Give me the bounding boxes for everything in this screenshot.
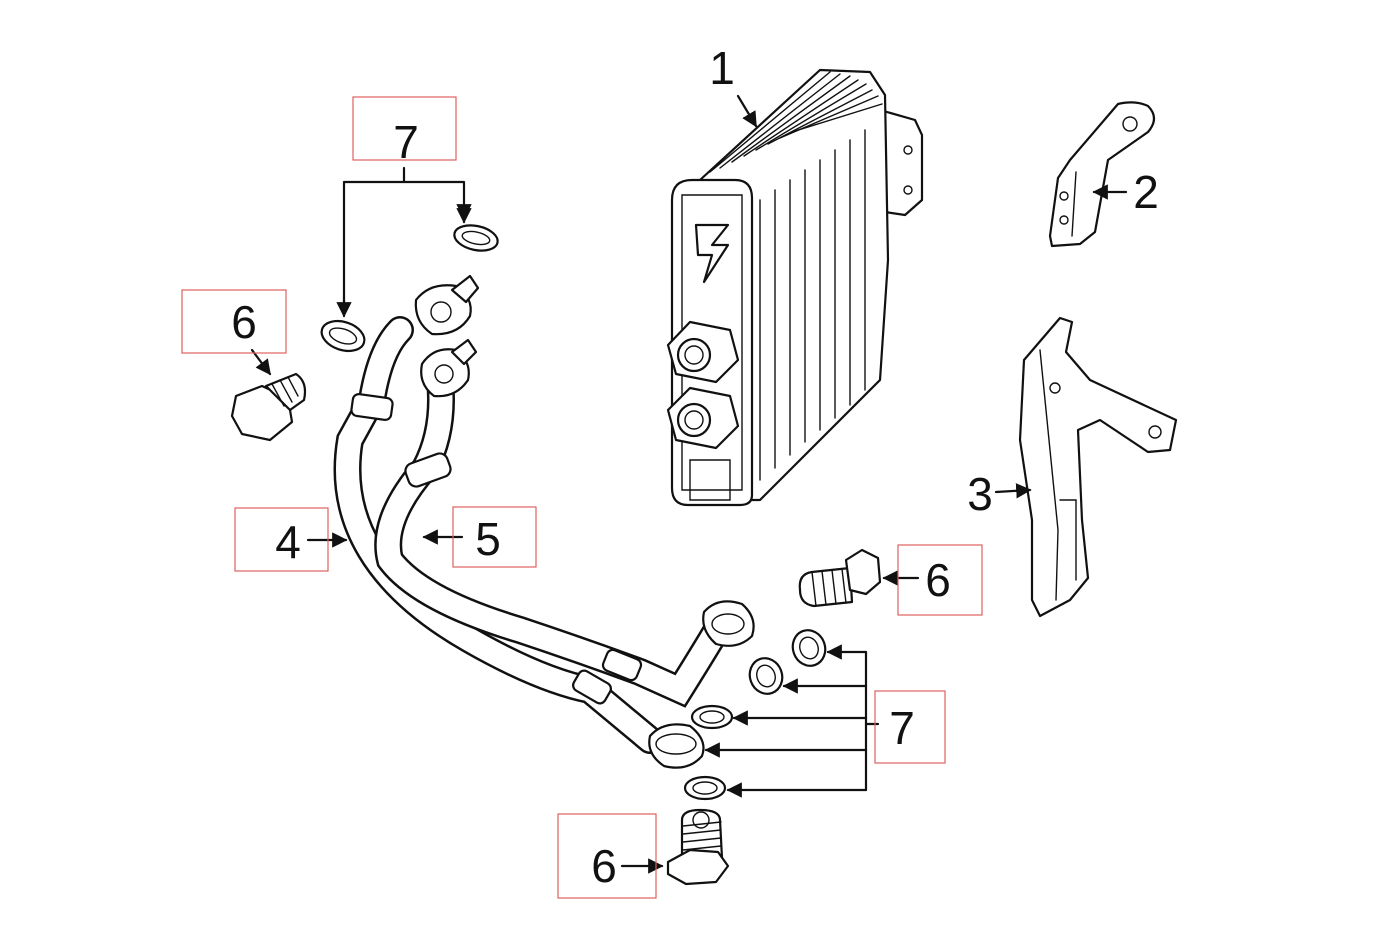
small-bracket-part[interactable]	[1048, 101, 1156, 248]
callout-4-label: 4	[275, 516, 301, 568]
callout-7b-label: 7	[889, 702, 915, 754]
callout-6c-label: 6	[591, 840, 617, 892]
callout-1-label: 1	[709, 42, 735, 94]
callout-6a-label: 6	[231, 296, 257, 348]
large-bracket-part[interactable]	[1018, 316, 1178, 618]
seal-ring-lower-4[interactable]	[683, 775, 727, 801]
banjo-bolt-bottom-part[interactable]	[666, 808, 730, 886]
callout-highlight-boxes	[181, 96, 983, 899]
seal-ring-upper-right[interactable]	[452, 222, 500, 255]
callout-7a-label: 7	[393, 116, 419, 168]
seal-ring-lower-1[interactable]	[788, 626, 830, 671]
callout-2-label: 2	[1133, 166, 1159, 218]
oil-line-5-part[interactable]	[374, 338, 755, 708]
callout-5-label: 5	[475, 513, 501, 565]
plug-bolt-upper-left-part[interactable]	[230, 372, 307, 442]
callout-3-label: 3	[967, 468, 993, 520]
oil-cooler-part[interactable]	[666, 68, 924, 507]
seal-ring-lower-2[interactable]	[745, 654, 787, 699]
banjo-bolt-right-part[interactable]	[798, 548, 882, 608]
seal-ring-upper-left[interactable]	[318, 316, 368, 356]
seal-ring-lower-3[interactable]	[690, 704, 734, 730]
callout-6b-label: 6	[925, 554, 951, 606]
